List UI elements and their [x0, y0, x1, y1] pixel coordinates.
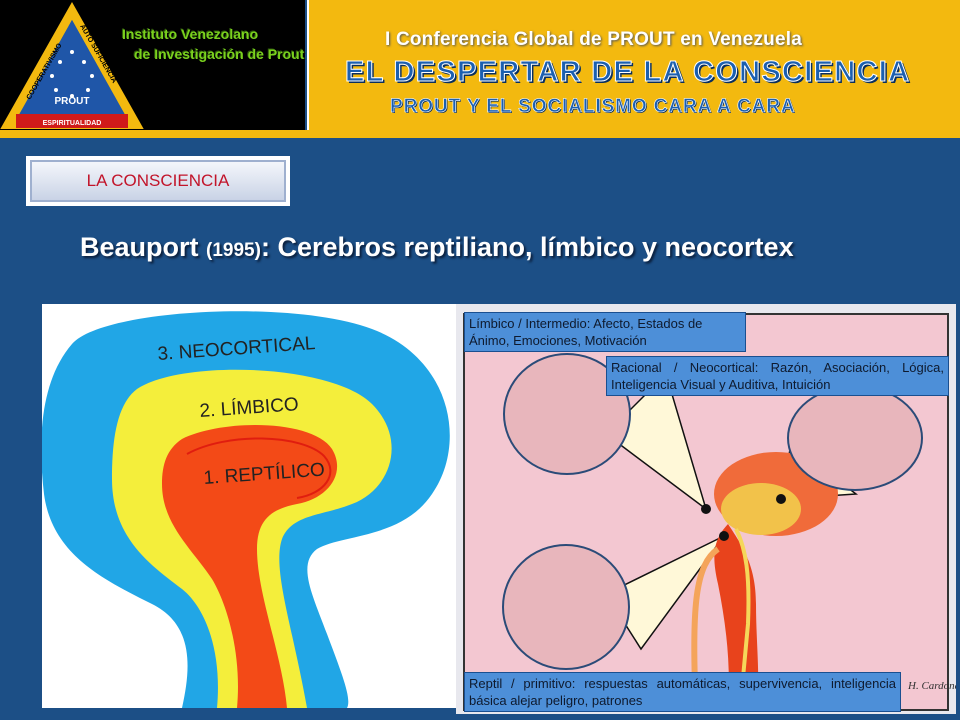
triune-brain-illustration: 3. NEOCORTICAL 2. LÍMBICO 1. REPTÍLICO [41, 304, 460, 708]
header-separator [0, 130, 960, 138]
heading-author: Beauport [80, 232, 199, 262]
section-tag: LA CONSCIENCIA [26, 156, 290, 206]
callout-neocortical: Racional / Neocortical: Razón, Asociació… [606, 356, 949, 396]
institute-name-line2: de Investigación de Prout [134, 46, 305, 62]
illustrator-signature: H. Cardona [907, 680, 956, 692]
institute-name-line1: Instituto Venezolano [122, 26, 259, 42]
logo-bottom-text: ESPIRITUALIDAD [43, 120, 102, 127]
heading-year: (1995) [206, 240, 261, 261]
brain-functions-diagram: H. Cardona Límbico / Intermedio: Afecto,… [456, 304, 956, 714]
sub-title: PROUT Y EL SOCIALISMO CARA A CARA [390, 96, 796, 118]
callout-limbico: Límbico / Intermedio: Afecto, Estados de… [464, 312, 746, 352]
section-label: LA CONSCIENCIA [30, 160, 286, 202]
logo-prout-text: PROUT [55, 96, 90, 107]
header-title-band [307, 0, 960, 130]
prout-triangle-logo: PROUT ESPIRITUALIDAD COOPERATIVISMO AUTO… [0, 1, 144, 129]
slide-heading: Beauport (1995): Cerebros reptiliano, lí… [80, 232, 794, 263]
callout-reptil: Reptil / primitivo: respuestas automátic… [464, 672, 901, 712]
brain-layers-drawing: 3. NEOCORTICAL 2. LÍMBICO 1. REPTÍLICO [41, 311, 450, 708]
heading-rest: : Cerebros reptiliano, límbico y neocort… [260, 232, 794, 262]
header-logo-block: PROUT ESPIRITUALIDAD COOPERATIVISMO AUTO… [0, 0, 305, 130]
conference-title: I Conferencia Global de PROUT en Venezue… [385, 29, 803, 50]
main-title: EL DESPERTAR DE LA CONSCIENCIA [344, 56, 911, 89]
